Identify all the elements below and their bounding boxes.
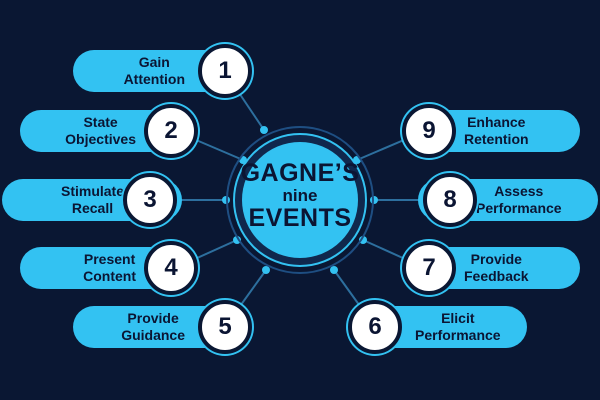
event-label-7: Provide Feedback [464, 251, 529, 284]
event-label-3: Stimulate Recall [60, 183, 124, 216]
event-number-9: 9 [402, 104, 456, 158]
connector-dot-5 [262, 266, 270, 274]
connector-dot-7 [359, 236, 367, 244]
event-label-6: Elicit Performance [415, 310, 501, 343]
event-label-5: Provide Guidance [121, 310, 185, 343]
event-label-2: State Objectives [65, 114, 136, 147]
connector-dot-4 [233, 236, 241, 244]
event-number-4: 4 [144, 241, 198, 295]
connector-dot-6 [330, 266, 338, 274]
hub-title-line3: EVENTS [248, 204, 352, 232]
hub-title: GAGNE’S nine EVENTS [240, 160, 360, 232]
hub-title-line2: nine [282, 186, 318, 205]
event-number-8: 8 [423, 173, 477, 227]
event-label-9: Enhance Retention [464, 114, 529, 147]
event-number-2: 2 [144, 104, 198, 158]
event-label-1: Gain Attention [123, 54, 185, 87]
event-number-5: 5 [198, 300, 252, 354]
event-number-6: 6 [348, 300, 402, 354]
event-label-8: Assess Performance [476, 183, 562, 216]
connector-dot-1 [260, 126, 268, 134]
event-label-4: Present Content [83, 251, 136, 284]
event-number-3: 3 [123, 173, 177, 227]
hub-outer-ring [226, 126, 374, 274]
event-number-7: 7 [402, 241, 456, 295]
event-number-1: 1 [198, 44, 252, 98]
hub-core [242, 142, 358, 258]
hub-title-line1: GAGNE’S [240, 159, 360, 187]
